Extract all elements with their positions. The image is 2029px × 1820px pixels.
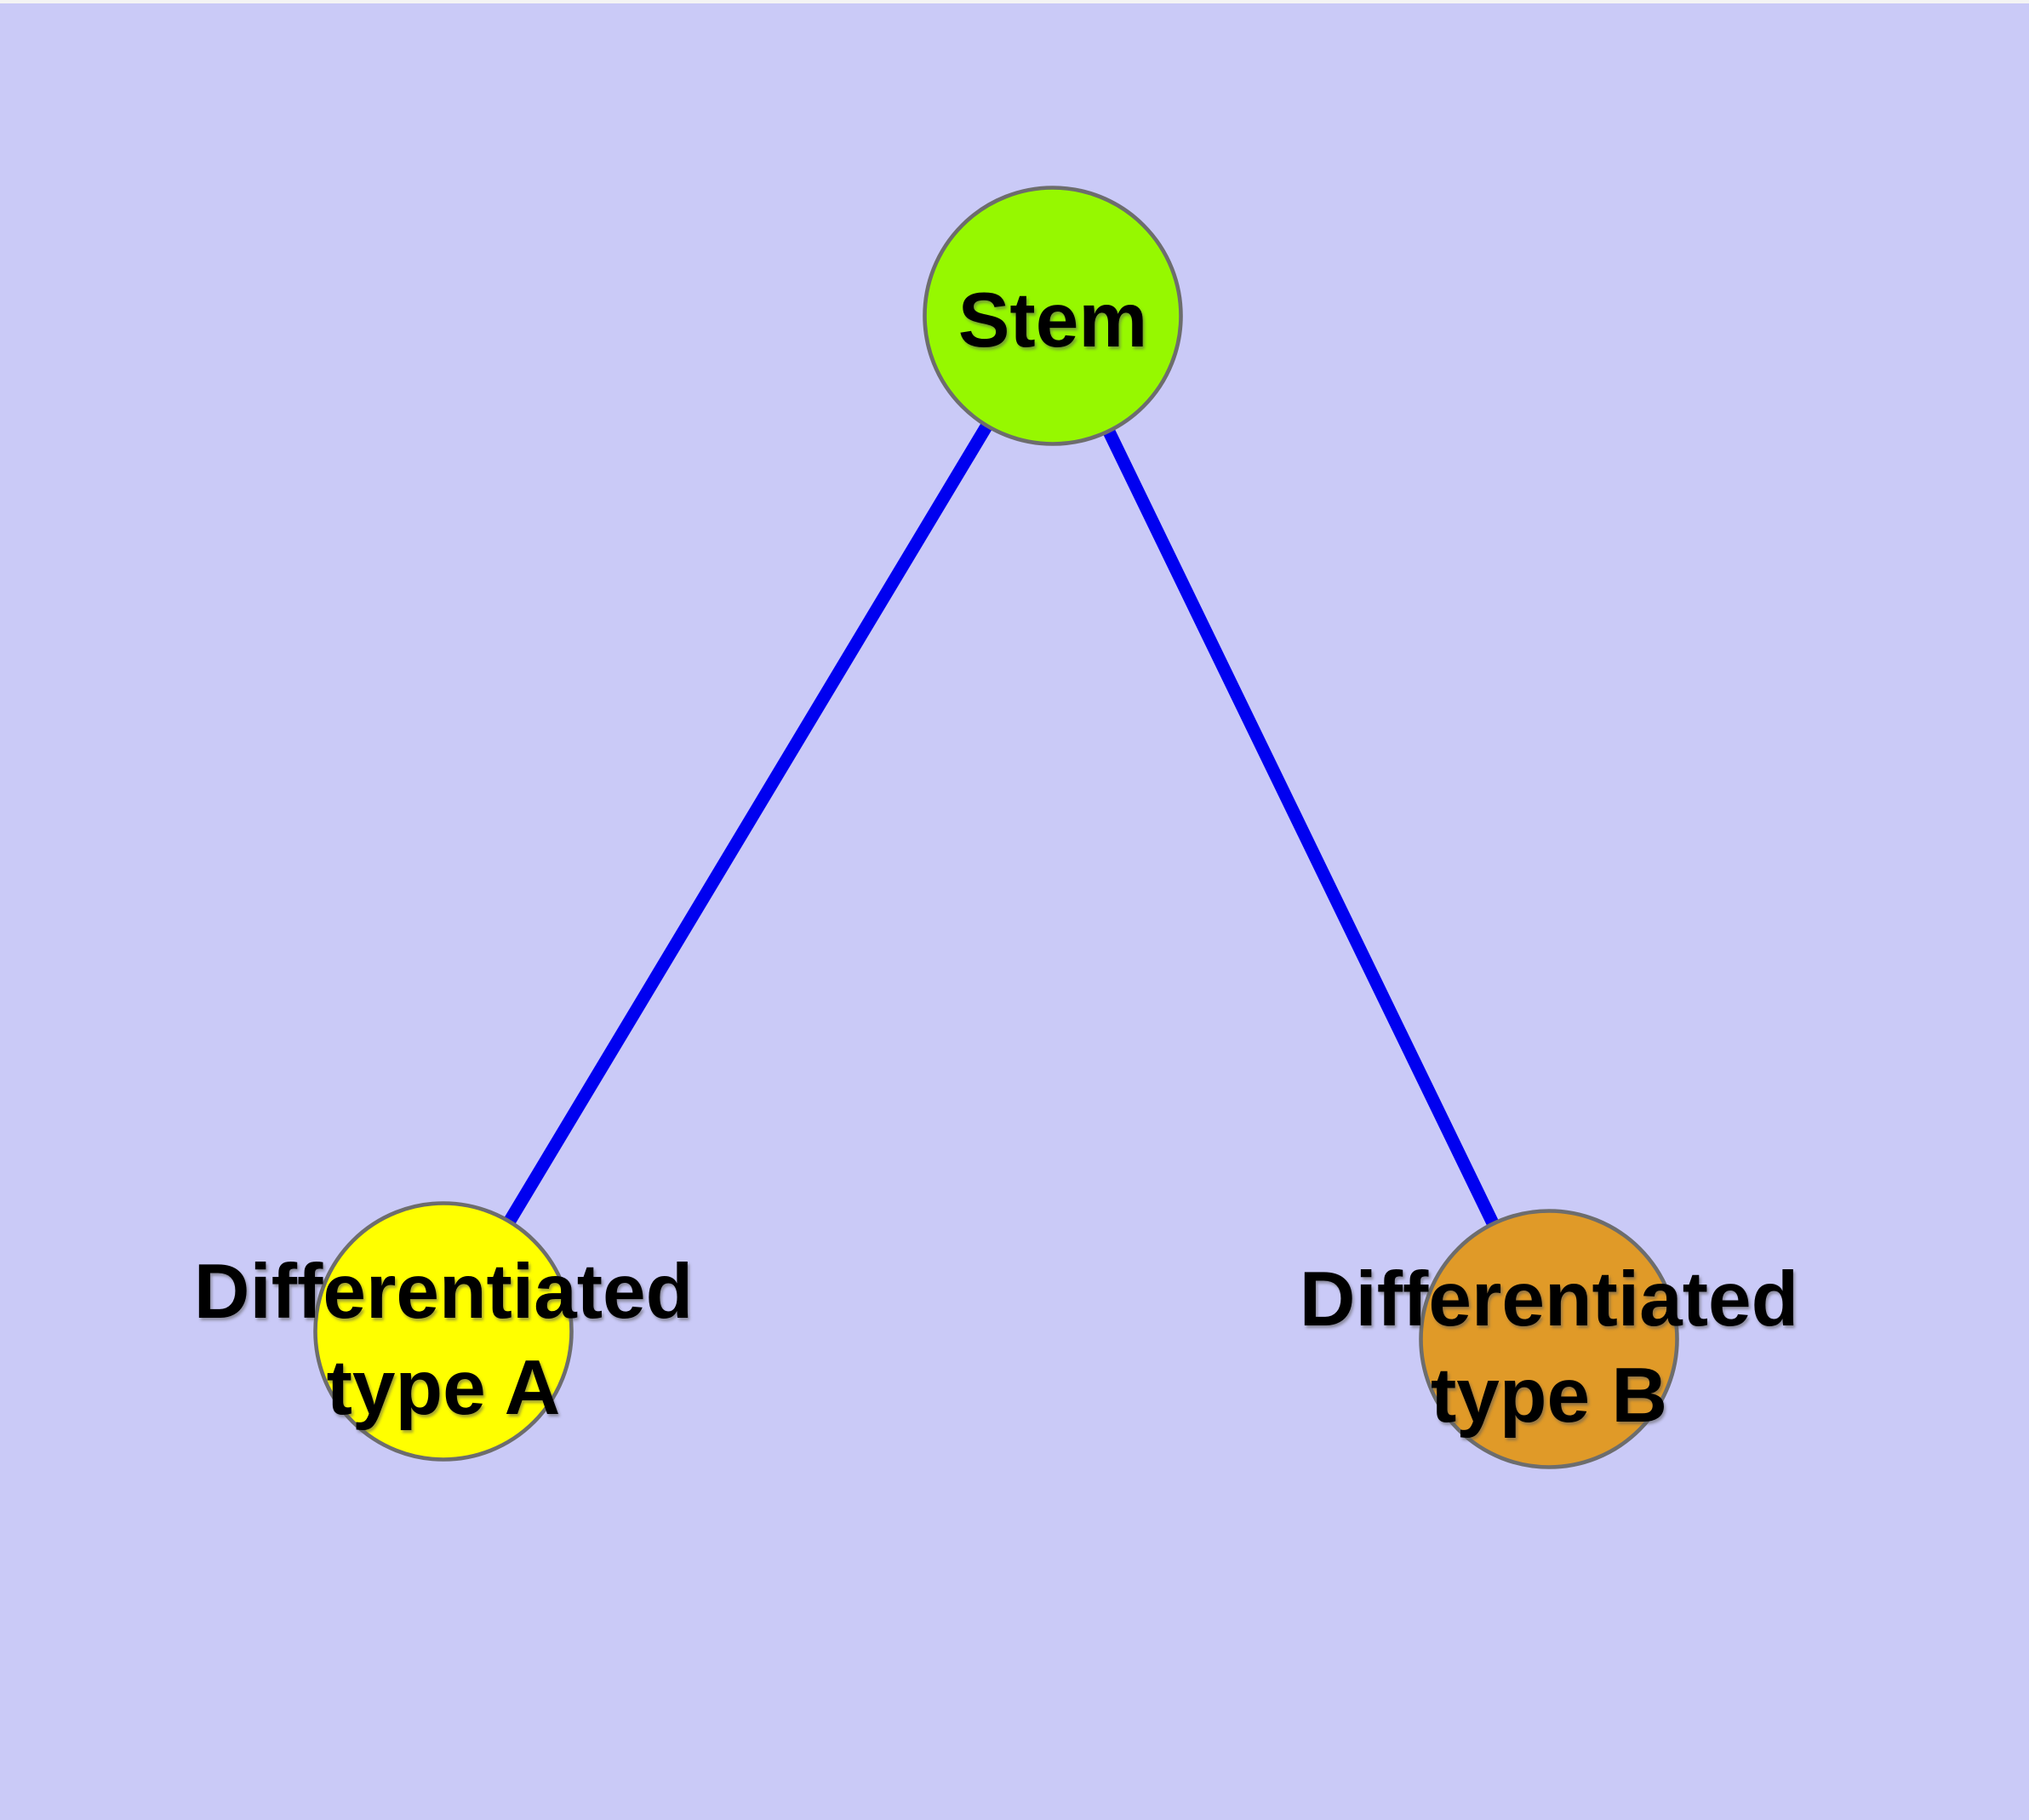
node-differentiated-type-b	[1419, 1209, 1679, 1469]
edge-stem-to-type-a	[437, 312, 1059, 1335]
node-stem-label: Stem	[958, 278, 1148, 363]
top-edge-strip	[0, 0, 2029, 3]
node-differentiated-type-a	[313, 1201, 574, 1462]
node-type-b-label-line-1: Differentiated	[1300, 1256, 1799, 1342]
node-type-b-label-line-2: type B	[1431, 1353, 1667, 1439]
node-type-a-label-line-1: Differentiated	[194, 1249, 694, 1335]
node-type-a-label-line-2: type A	[327, 1345, 561, 1431]
edge-stem-to-type-b	[1047, 312, 1555, 1342]
node-stem	[923, 186, 1183, 446]
